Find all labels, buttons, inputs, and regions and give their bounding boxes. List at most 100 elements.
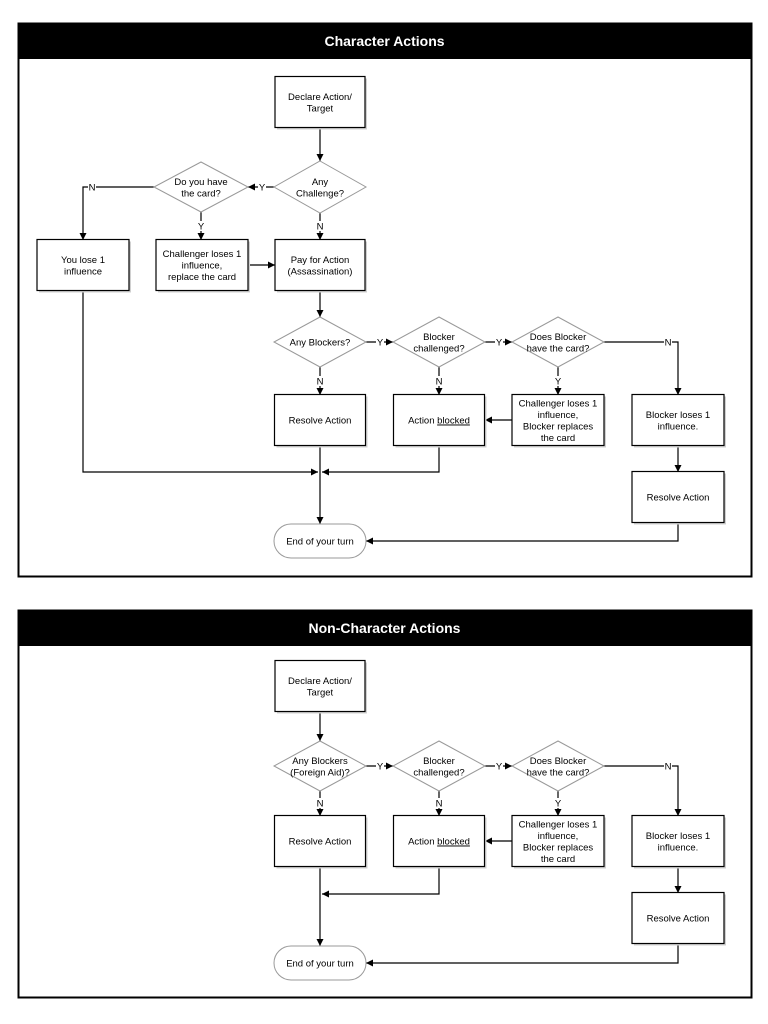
- process-blocked: Action blocked: [392, 393, 487, 448]
- node-label-line: Pay for Action: [291, 255, 350, 266]
- edge-label-no: N: [317, 377, 324, 388]
- process-declare: Declare Action/Target: [274, 75, 367, 130]
- node-label: Action blocked: [408, 416, 470, 427]
- node-label-line: influence.: [658, 421, 699, 432]
- process-box: [155, 238, 249, 292]
- node-label-line: replace the card: [168, 272, 236, 283]
- node-label-line: influence,: [538, 410, 579, 421]
- decision-diamond: [272, 160, 368, 214]
- process-box: [36, 238, 130, 292]
- decision-diamond: [152, 161, 250, 213]
- edge-label-bg: [435, 376, 443, 386]
- node-label-line: (Foreign Aid)?: [290, 767, 350, 778]
- panel-title: Non-Character Actions: [309, 620, 461, 636]
- process-box: [273, 393, 367, 447]
- edge-label-bg: [376, 337, 384, 347]
- process-box: [392, 393, 486, 447]
- node-label-line: Resolve Action: [647, 493, 710, 504]
- edge-label-no: N: [317, 222, 324, 233]
- node-label-line: influence,: [538, 831, 579, 842]
- node-label-line: Any Blockers: [292, 756, 348, 767]
- process-box: [274, 659, 366, 713]
- node-label-line: the card: [541, 854, 575, 865]
- edge-label-yes: Y: [259, 183, 266, 194]
- terminal-end: End of your turn: [273, 523, 367, 559]
- edge-label-bg: [316, 376, 324, 386]
- edge-label-yes: Y: [496, 762, 503, 773]
- decision-diamond: [272, 316, 368, 368]
- node-label-line: End of your turn: [286, 537, 354, 548]
- panel-title: Character Actions: [324, 33, 444, 49]
- node-label-line: have the card?: [527, 343, 590, 354]
- decision-diamond: [391, 740, 487, 792]
- node-label-line: Challenger loses 1: [519, 819, 598, 830]
- edge-label-yes: Y: [377, 338, 384, 349]
- node-label-line: Challenger loses 1: [163, 249, 242, 260]
- node-label-line: Does Blocker: [530, 332, 587, 343]
- edge-label-bg: [554, 798, 562, 808]
- process-resolve2: Resolve Action: [631, 891, 726, 946]
- flow-arrow: [604, 341, 682, 395]
- decision-diamond: [510, 740, 606, 792]
- flow-arrow: [366, 523, 679, 545]
- process-declare: Declare Action/Target: [274, 659, 367, 714]
- edge-label-no: N: [665, 762, 672, 773]
- node-label-line: Challenger loses 1: [519, 398, 598, 409]
- node-label: Action blocked: [408, 837, 470, 848]
- edge-label-no: N: [89, 183, 96, 194]
- node-label-line: End of your turn: [286, 959, 354, 970]
- node-label-line: influence,: [182, 261, 223, 272]
- node-label-line: (Assassination): [288, 266, 353, 277]
- process-box: [274, 238, 366, 292]
- terminal-end: End of your turn: [273, 945, 367, 981]
- node-label-line: Target: [307, 687, 334, 698]
- node-label-line: Action: [408, 416, 434, 427]
- edge-label-bg: [316, 798, 324, 808]
- process-pay: Pay for Action(Assassination): [274, 238, 367, 293]
- edge-label-no: N: [436, 377, 443, 388]
- process-resolve: Resolve Action: [273, 393, 368, 448]
- flow-arrow: [322, 446, 440, 476]
- node-label-line: Target: [307, 103, 334, 114]
- edge-label-no: N: [317, 799, 324, 810]
- flow-arrow: [604, 765, 682, 816]
- decision-diamond: [510, 316, 606, 368]
- panel-frame: [17, 22, 753, 578]
- edge-label-yes: Y: [555, 799, 562, 810]
- node-label-line: the card: [541, 433, 575, 444]
- edge-label-yes: Y: [198, 222, 205, 233]
- node-label-line: Any Blockers?: [290, 338, 351, 349]
- edge-label-bg: [664, 761, 672, 771]
- panel-frame: [17, 609, 753, 999]
- edge-label-bg: [664, 337, 672, 347]
- decision-diamond: [272, 740, 368, 792]
- process-box: [273, 814, 367, 868]
- terminal-shape: [273, 945, 367, 981]
- flow-arrow: [79, 186, 154, 240]
- panel-title-bar: [18, 23, 752, 59]
- edge-label-bg: [88, 182, 96, 192]
- edge-label-bg: [495, 337, 503, 347]
- process-box: [631, 393, 725, 447]
- node-label-line: Does Blocker: [530, 756, 587, 767]
- node-label-line: Resolve Action: [289, 837, 352, 848]
- node-label-underlined: blocked: [437, 416, 470, 427]
- node-label-line: Declare Action/: [288, 92, 352, 103]
- node-label-line: Challenge?: [296, 188, 344, 199]
- decision-diamond: [391, 316, 487, 368]
- edge-label-yes: Y: [496, 338, 503, 349]
- edge-label-bg: [495, 761, 503, 771]
- node-label-line: Any: [312, 177, 329, 188]
- node-label-line: influence.: [658, 842, 699, 853]
- flow-arrow: [366, 944, 679, 967]
